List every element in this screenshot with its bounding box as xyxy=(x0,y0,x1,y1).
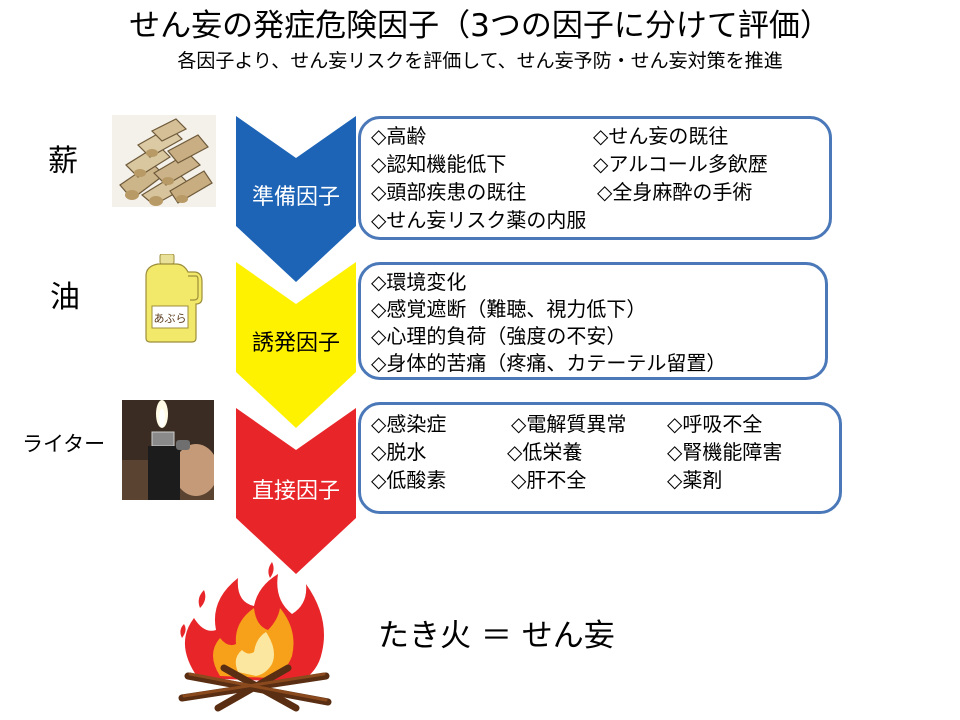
slide-title: せん妄の発症危険因子（3つの因子に分けて評価） xyxy=(129,8,831,44)
firewood-icon xyxy=(112,115,216,207)
list-item: ◇薬剤 xyxy=(667,468,723,492)
list-item: ◇頭部疾患の既往 xyxy=(371,180,527,204)
precipitating-factor-label: 誘発因子 xyxy=(251,331,340,356)
list-item: ◇せん妄の既往 xyxy=(593,124,729,148)
oil-bottle-label: あぶら xyxy=(154,312,187,325)
list-item: ◇身体的苦痛（疼痛、カテーテル留置） xyxy=(371,351,727,375)
predisposing-factor-label: 準備因子 xyxy=(251,185,340,210)
list-item: ◇脱水 xyxy=(371,440,427,464)
precipitating-factor-box: ◇環境変化 ◇感覚遮断（難聴、視力低下） ◇心理的負荷（強度の不安） ◇身体的苦… xyxy=(358,262,828,380)
list-item: ◇腎機能障害 xyxy=(667,440,783,464)
list-item: ◇心理的負荷（強度の不安） xyxy=(371,324,627,348)
list-item: ◇感染症 xyxy=(371,412,447,436)
direct-arrow xyxy=(236,408,356,574)
oil-bottle-icon: あぶら xyxy=(145,254,203,343)
list-item: ◇感覚遮断（難聴、視力低下） xyxy=(371,297,647,321)
direct-factor-label: 直接因子 xyxy=(251,479,340,504)
slide-subtitle: 各因子より、せん妄リスクを評価して、せん妄予防・せん妄対策を推進 xyxy=(177,50,783,72)
list-item: ◇低栄養 xyxy=(507,440,583,464)
list-item: ◇環境変化 xyxy=(371,270,467,294)
bonfire-icon xyxy=(178,562,332,712)
bonfire-equation: たき火 ＝ せん妄 xyxy=(378,618,615,654)
oil-side-label: 油 xyxy=(50,280,80,315)
precipitating-arrow xyxy=(236,262,356,428)
list-item: ◇肝不全 xyxy=(511,468,587,492)
list-item: ◇高齢 xyxy=(371,124,427,148)
list-item: ◇電解質異常 xyxy=(511,412,627,436)
predisposing-arrow xyxy=(236,116,356,282)
predisposing-factor-box: ◇高齢 ◇せん妄の既往 ◇認知機能低下 ◇アルコール多飲歴 ◇頭部疾患の既往 ◇… xyxy=(358,116,832,240)
firewood-side-label: 薪 xyxy=(48,144,78,179)
direct-factor-box: ◇感染症 ◇電解質異常 ◇呼吸不全 ◇脱水 ◇低栄養 ◇腎機能障害 ◇低酸素 ◇… xyxy=(358,402,842,514)
list-item: ◇せん妄リスク薬の内服 xyxy=(371,208,587,232)
lighter-side-label: ライター xyxy=(22,432,106,456)
list-item: ◇呼吸不全 xyxy=(667,412,763,436)
list-item: ◇低酸素 xyxy=(371,468,447,492)
list-item: ◇アルコール多飲歴 xyxy=(593,152,768,176)
list-item: ◇全身麻酔の手術 xyxy=(597,180,753,204)
lighter-icon xyxy=(122,400,214,500)
list-item: ◇認知機能低下 xyxy=(371,152,507,176)
